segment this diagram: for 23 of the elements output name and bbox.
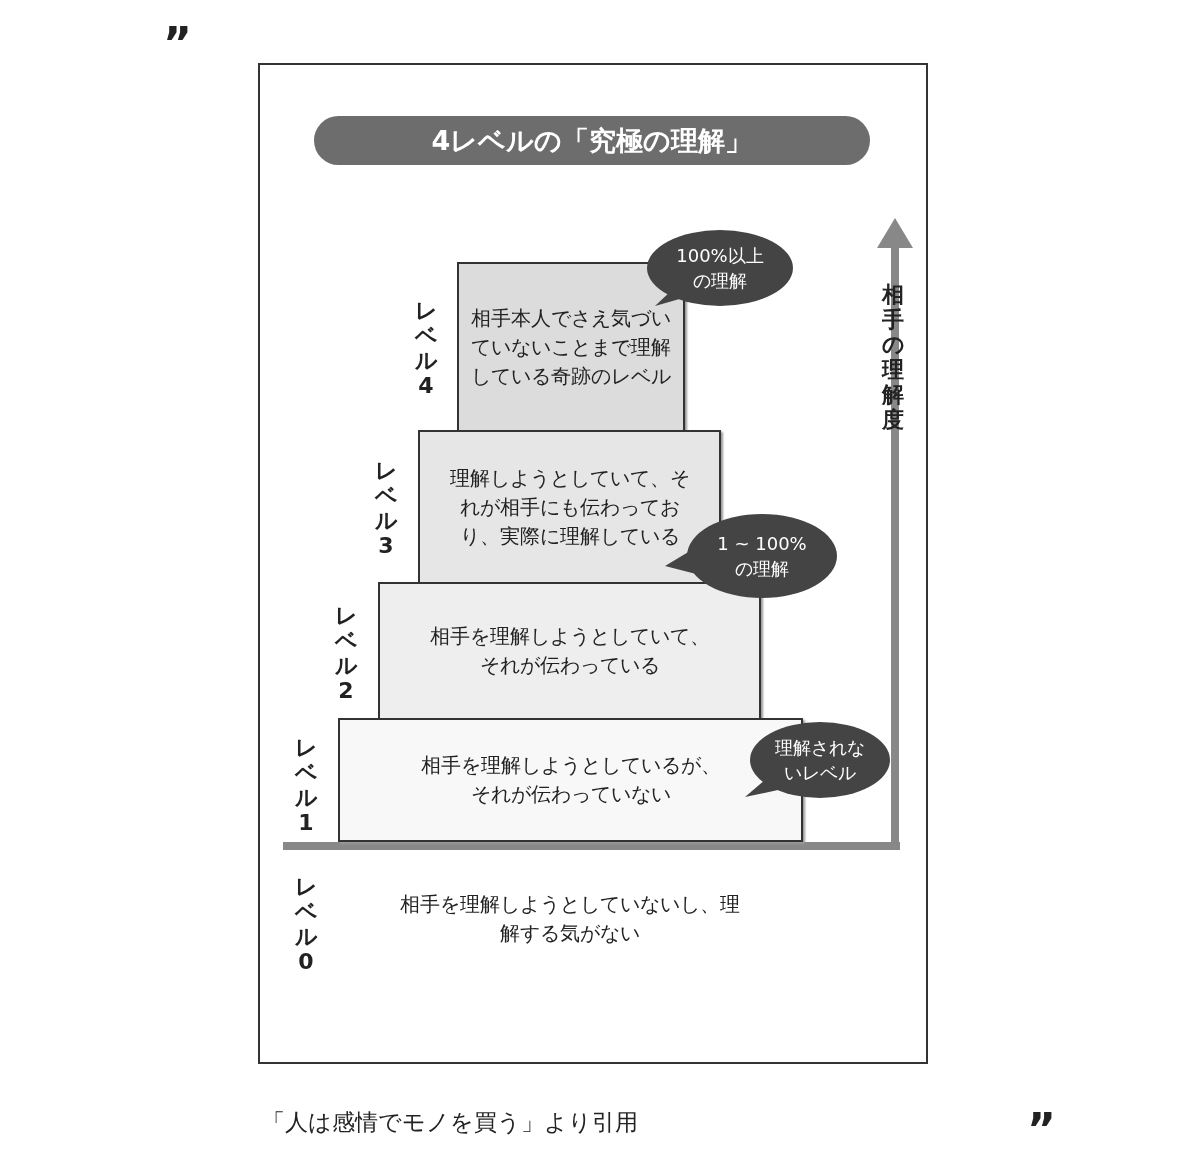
level-label: レベル4 (414, 298, 438, 398)
quote-mark: ” (163, 22, 192, 66)
level-label: レベル2 (334, 603, 358, 703)
speech-bubble (647, 230, 793, 306)
level-box (418, 430, 721, 584)
quote-mark: ” (1027, 1108, 1056, 1152)
bubble-text: 1 ~ 100%の理解 (716, 532, 808, 581)
bubble-text: 理解されないレベル (774, 736, 866, 785)
bubble-text: 100%以上の理解 (675, 244, 765, 293)
level-box (457, 262, 685, 432)
level-box (378, 582, 761, 720)
level-label: レベル1 (294, 735, 318, 835)
level-label: レベル3 (374, 458, 398, 558)
box-text: 相手を理解しようとしていて、それが伝わっている (428, 623, 711, 679)
box-text: 理解しようとしていて、それが相手にも伝わっており、実際に理解している (448, 464, 691, 550)
box-text: 相手本人でさえ気づいていないことまで理解している奇跡のレベル (470, 304, 672, 390)
level-label: レベル0 (294, 874, 318, 974)
axis-label: 相手の理解度 (881, 282, 905, 432)
box-text: 相手を理解しようとしているが、それが伝わっていない (419, 752, 722, 808)
level-text: 相手を理解しようとしていないし、理解する気がない (399, 891, 741, 947)
caption: 「人は感情でモノを買う」より引用 (262, 1108, 638, 1137)
speech-bubble (745, 722, 890, 798)
title-band: 4レベルの「究極の理解」 (314, 116, 870, 165)
